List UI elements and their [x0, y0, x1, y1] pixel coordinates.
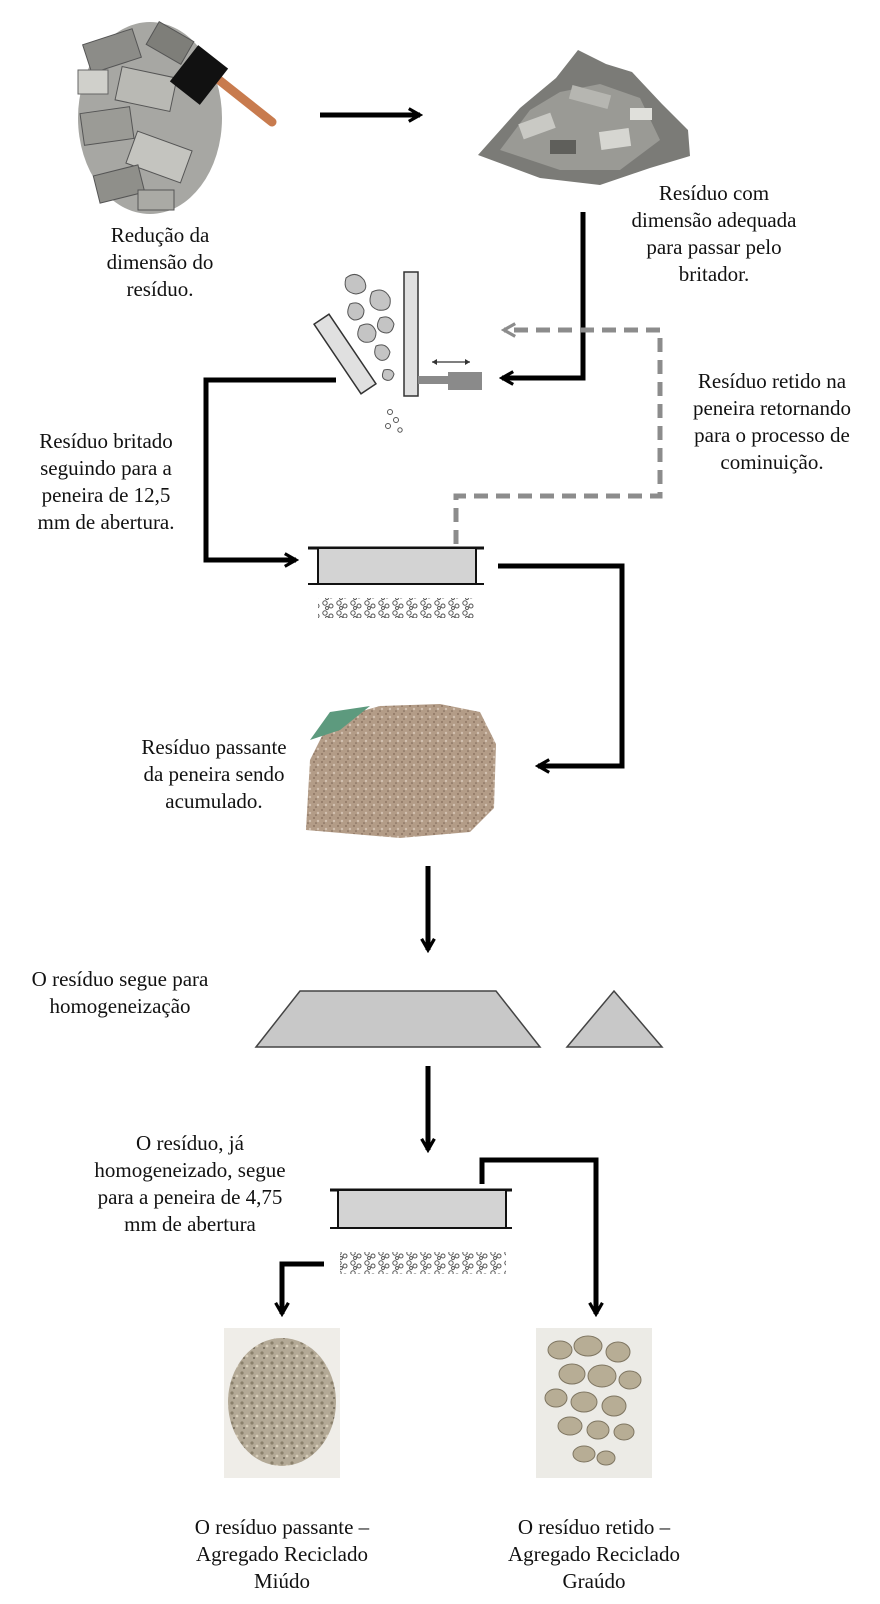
sieve-icon — [330, 1190, 512, 1274]
label-adequate-dimension: Resíduo comdimensão adequadapara passar … — [614, 180, 814, 288]
arrow-to-fine-aggregate — [282, 1264, 324, 1314]
return-arrow-retained — [456, 330, 660, 544]
label-crushed-to-sieve: Resíduo britadoseguindo para apeneira de… — [16, 428, 196, 536]
homogenization-trapezoid-pile — [256, 991, 540, 1047]
jaw-crusher-icon — [314, 272, 482, 432]
arrow-to-sieve-12-5 — [206, 380, 336, 560]
sieve-icon — [308, 548, 484, 618]
coarse-aggregate-image — [536, 1328, 652, 1478]
fine-aggregate-image — [224, 1328, 340, 1478]
label-coarse-aggregate: O resíduo retido –Agregado RecicladoGraú… — [474, 1514, 714, 1595]
arrow-to-coarse-aggregate — [482, 1160, 596, 1314]
label-homogenization: O resíduo segue parahomogeneização — [4, 966, 236, 1020]
arrow-to-accumulated-pile — [498, 566, 622, 766]
label-retained-return: Resíduo retido napeneira retornandopara … — [672, 368, 872, 476]
label-size-reduction: Redução dadimensão doresíduo. — [80, 222, 240, 303]
sized-residue-pile-image — [478, 50, 690, 185]
label-fine-aggregate: O resíduo passante –Agregado RecicladoMi… — [162, 1514, 402, 1595]
homogenization-cone-pile — [567, 991, 662, 1047]
label-sieve-4-75: O resíduo, jáhomogeneizado, seguepara a … — [62, 1130, 318, 1238]
label-accumulated: Resíduo passanteda peneira sendoacumulad… — [124, 734, 304, 815]
arrow-to-crusher — [502, 212, 583, 378]
accumulated-pile-image — [306, 704, 496, 838]
